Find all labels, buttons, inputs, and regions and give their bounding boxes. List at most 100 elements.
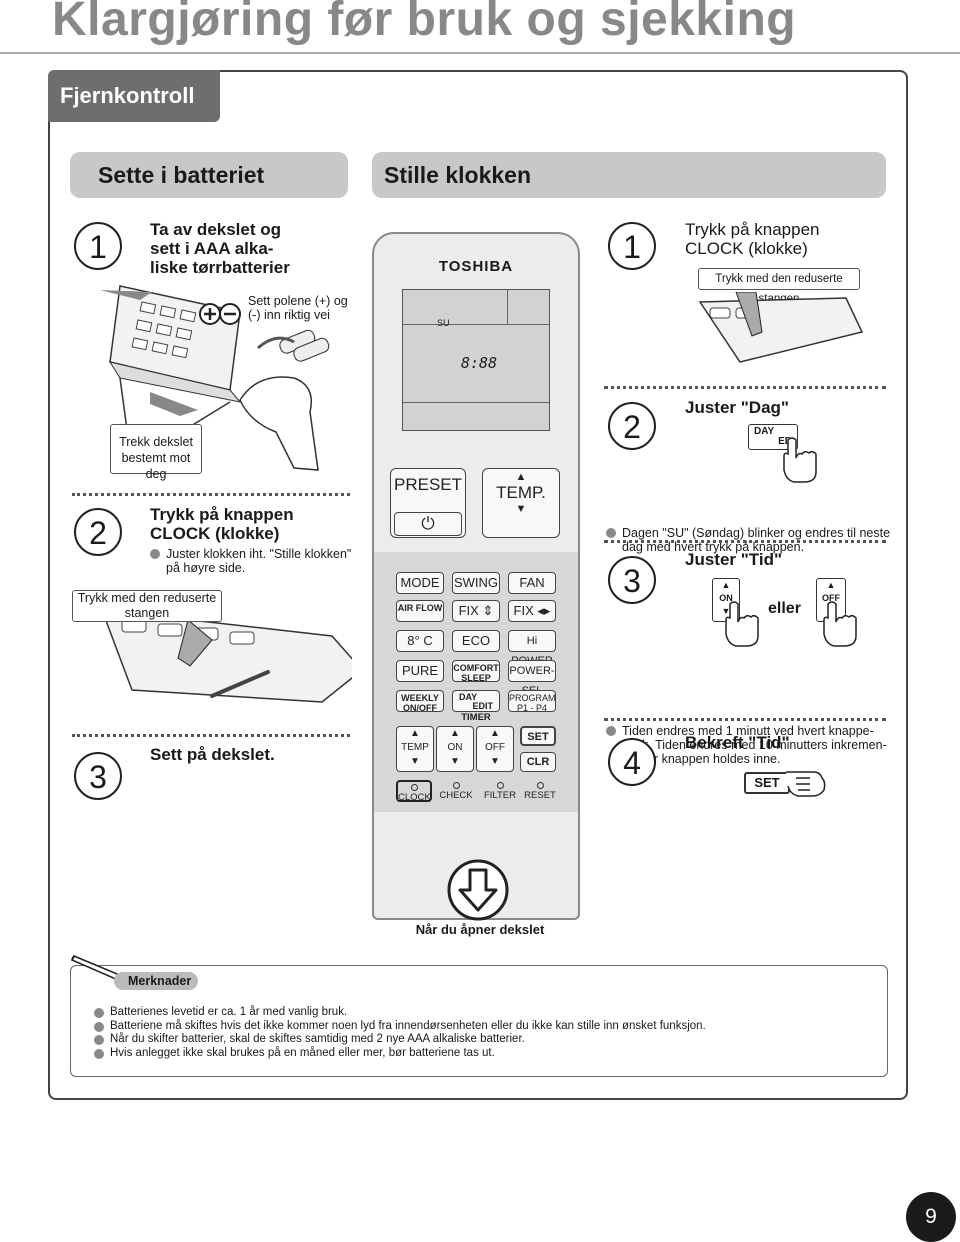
- down-arrow-icon: ▼: [450, 756, 460, 767]
- step-title: Ta av dekslet og sett i AAA alka-liske t…: [150, 220, 290, 277]
- pointing-hand-icon: [786, 771, 826, 797]
- note-text: Juster klokken iht. "Stille klokken" på …: [166, 547, 352, 575]
- callout-press-stick: Trykk med den reduserte stangen: [698, 268, 860, 305]
- callout-press-stick: Trykk med den reduserte stangen: [72, 590, 222, 622]
- divider: [72, 493, 350, 496]
- down-arrow-icon: ▼: [721, 606, 731, 616]
- timer-temp-label: TEMP: [401, 742, 429, 753]
- section-tab: Fjernkontroll: [48, 70, 220, 122]
- step-title: Trykk på knappen CLOCK (klokke): [685, 220, 820, 258]
- day-label: DAY: [459, 692, 478, 702]
- check-button[interactable]: CHECK: [436, 782, 476, 801]
- cover-slot: [210, 670, 270, 698]
- pen-tip-icon: [735, 292, 763, 337]
- hand-icon: [239, 376, 319, 471]
- up-down-icon: ⇕: [482, 603, 494, 618]
- weekly-button[interactable]: WEEKLY ON/OFF: [396, 690, 444, 713]
- temp-label: TEMP.: [496, 483, 546, 502]
- hipower-button[interactable]: Hi POWER: [508, 630, 556, 667]
- left-section-header: Sette i batteriet: [70, 152, 348, 198]
- preset-label: PRESET: [393, 475, 463, 494]
- fix-horizontal-button[interactable]: FIX ◂▸: [508, 600, 556, 622]
- display-day: SU: [437, 318, 450, 328]
- right-section-header: Stille klokken: [372, 152, 886, 198]
- timer-off-button[interactable]: ▲ OFF ▼: [476, 726, 514, 772]
- divider: [604, 718, 886, 721]
- off-key-label: OFF: [822, 593, 840, 603]
- down-arrow-icon: [447, 859, 509, 921]
- lcd-display: SU 8:88: [402, 289, 550, 431]
- up-arrow-icon: ▲: [515, 471, 527, 483]
- step-note: Tiden endres med 1 minutt ved hvert knap…: [606, 724, 892, 766]
- pen-tip-icon: [177, 619, 213, 667]
- step-note: Dagen "SU" (Søndag) blinker og endres ti…: [606, 526, 904, 554]
- on-key-label: ON: [719, 593, 733, 603]
- content-frame: [48, 70, 908, 1100]
- power-button[interactable]: ⏻: [394, 512, 462, 536]
- 8c-button[interactable]: 8° C: [396, 630, 444, 652]
- power-sel-button[interactable]: POWER-SEL: [508, 660, 556, 697]
- step-title: Juster "Dag": [685, 398, 789, 417]
- battery-insert-illustration: [100, 285, 330, 471]
- note-text: Dagen "SU" (Søndag) blinker og endres ti…: [622, 526, 891, 554]
- step-title: Trykk på knappen CLOCK (klokke): [150, 505, 294, 543]
- notes-box: [70, 965, 888, 1077]
- arrow-icon: [100, 290, 152, 300]
- fix-label: FIX: [513, 603, 534, 618]
- program-button[interactable]: PROGRAM P1 - P4: [508, 690, 556, 713]
- note-text: Tiden endres med 1 minutt ved hvert knap…: [622, 724, 887, 766]
- left-right-icon: ◂▸: [537, 603, 551, 618]
- arrow-icon: [257, 336, 295, 350]
- timer-temp-button[interactable]: ▲ TEMP ▼: [396, 726, 434, 772]
- step-note: Juster klokken iht. "Stille klokken" på …: [150, 547, 356, 575]
- clock-press-illustration: [698, 292, 864, 363]
- clr-button[interactable]: CLR: [520, 752, 556, 772]
- divider: [72, 734, 350, 737]
- airflow-button[interactable]: AIR FLOW: [396, 600, 444, 622]
- up-arrow-icon: ▲: [410, 728, 420, 739]
- note-item: Hvis anlegget ikke skal brukes på en mån…: [94, 1047, 874, 1061]
- minus-icon: [219, 303, 241, 325]
- eco-button[interactable]: ECO: [452, 630, 500, 652]
- divider: [604, 540, 886, 543]
- pure-button[interactable]: PURE: [396, 660, 444, 682]
- timer-on-button[interactable]: ▲ON▼: [436, 726, 474, 772]
- step-number: 4: [608, 738, 656, 786]
- clock-button[interactable]: CLOCK: [396, 780, 432, 803]
- hand-icon: [725, 601, 759, 647]
- plus-icon: [199, 303, 221, 325]
- reset-label: RESET: [524, 790, 556, 801]
- step-number: 3: [608, 556, 656, 604]
- fix-label: FIX: [458, 603, 479, 618]
- filter-button[interactable]: FILTER: [480, 782, 520, 801]
- day-edit-button[interactable]: DAY EDIT: [452, 690, 500, 712]
- temp-button[interactable]: ▲ TEMP. ▼: [482, 468, 560, 538]
- divider: [604, 386, 886, 389]
- step-title: Bekreft "Tid": [685, 733, 790, 752]
- fan-button[interactable]: FAN: [508, 572, 556, 594]
- clock-press-illustration: [100, 609, 352, 703]
- fix-vertical-button[interactable]: FIX ⇕: [452, 600, 500, 622]
- title-divider: [0, 52, 960, 54]
- swing-button[interactable]: SWING: [452, 572, 500, 594]
- remote-caption: Når du åpner dekslet: [415, 922, 545, 937]
- down-arrow-icon: ▼: [490, 756, 500, 767]
- step-title: Juster "Tid": [685, 550, 783, 569]
- display-time: 8:88: [461, 354, 498, 372]
- edit-key-label: ED: [778, 436, 792, 447]
- polarity-note: Sett polene (+) og (-) inn riktig vei: [248, 294, 348, 322]
- callout-pull-cover: Trekk dekslet bestemt mot deg: [110, 424, 202, 481]
- down-arrow-icon: ▼: [410, 756, 420, 767]
- mode-button[interactable]: MODE: [396, 572, 444, 594]
- reset-button[interactable]: RESET: [520, 782, 560, 801]
- note-item: Batteriene må skiftes hvis det ikke komm…: [94, 1020, 874, 1034]
- set-button[interactable]: SET: [520, 726, 556, 746]
- check-label: CHECK: [439, 790, 473, 801]
- day-key-label: DAY: [754, 426, 775, 437]
- up-arrow-icon: ▲: [490, 728, 500, 739]
- step-title: Sett på dekslet.: [150, 745, 275, 764]
- notes-list: Batterienes levetid er ca. 1 år med vanl…: [94, 1006, 874, 1060]
- step-number: 3: [74, 752, 122, 800]
- timer-off-label: OFF: [485, 742, 505, 753]
- comfort-sleep-button[interactable]: COMFORT SLEEP: [452, 660, 500, 683]
